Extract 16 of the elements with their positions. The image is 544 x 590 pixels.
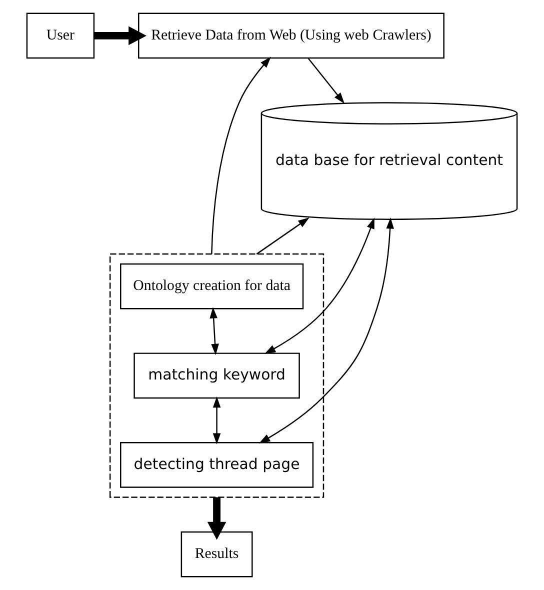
cluster — [109, 253, 324, 498]
node-box: Retrieve Data from Web (Using web Crawlers) — [138, 12, 444, 59]
arrow — [94, 26, 146, 46]
node-box: detecting thread page — [120, 442, 314, 488]
arrow — [264, 218, 374, 354]
node-box: Results — [180, 531, 253, 578]
arrow — [256, 218, 310, 255]
node-box: User — [26, 12, 95, 59]
arrow — [207, 497, 226, 540]
node-box: Ontology creation for data — [120, 263, 304, 310]
arrow — [212, 396, 221, 444]
arrow — [211, 56, 271, 254]
node-box: matching keyword — [134, 352, 300, 399]
arrow — [210, 307, 219, 356]
arrow — [308, 58, 344, 104]
arrow — [258, 218, 394, 444]
